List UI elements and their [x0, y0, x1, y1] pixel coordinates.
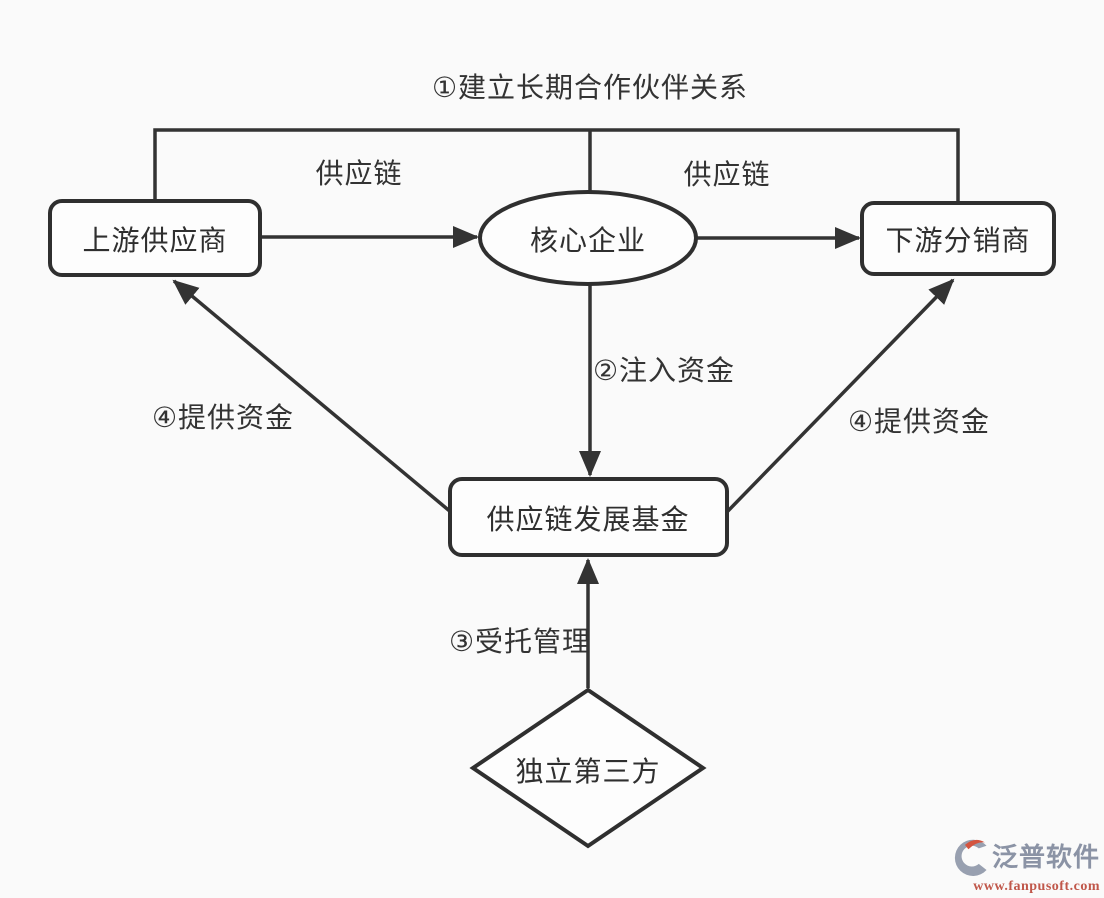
- edge-label-supply-chain-left: 供应链: [315, 158, 403, 189]
- partnership-bracket-line: [153, 128, 960, 201]
- fanpu-logo-icon: [952, 835, 990, 879]
- watermark-url-text: www.fanpusoft.com: [973, 879, 1100, 894]
- node-core-enterprise: 核心企业: [529, 225, 647, 256]
- node-downstream-distributor: 下游分销商: [885, 225, 1031, 256]
- edge-label-provide-funds-left: ④提供资金: [151, 402, 295, 433]
- watermark-brand-text: 泛普软件: [991, 842, 1100, 872]
- core-node-shape: [478, 190, 698, 286]
- node-supply-chain-fund: 供应链发展基金: [486, 504, 690, 535]
- diagram-title: ①建立长期合作伙伴关系: [431, 72, 749, 103]
- node-independent-third-party: 独立第三方: [515, 756, 661, 787]
- edge-label-provide-funds-right: ④提供资金: [847, 406, 991, 437]
- fund-to-downstream-arrow: [724, 278, 955, 515]
- edge-label-entrusted-management: ③受托管理: [448, 626, 592, 657]
- edge-label-supply-chain-right: 供应链: [683, 159, 771, 190]
- fund-node-shape: [448, 477, 729, 557]
- edge-label-inject-funds: ②注入资金: [592, 355, 736, 386]
- downstream-node-shape: [860, 201, 1056, 276]
- upstream-node-shape: [48, 199, 262, 277]
- watermark: 泛普软件 www.fanpusoft.com: [940, 835, 1100, 894]
- fund-to-upstream-arrow: [172, 279, 454, 515]
- node-upstream-supplier: 上游供应商: [82, 225, 228, 256]
- thirdparty-node-shape: [469, 687, 707, 849]
